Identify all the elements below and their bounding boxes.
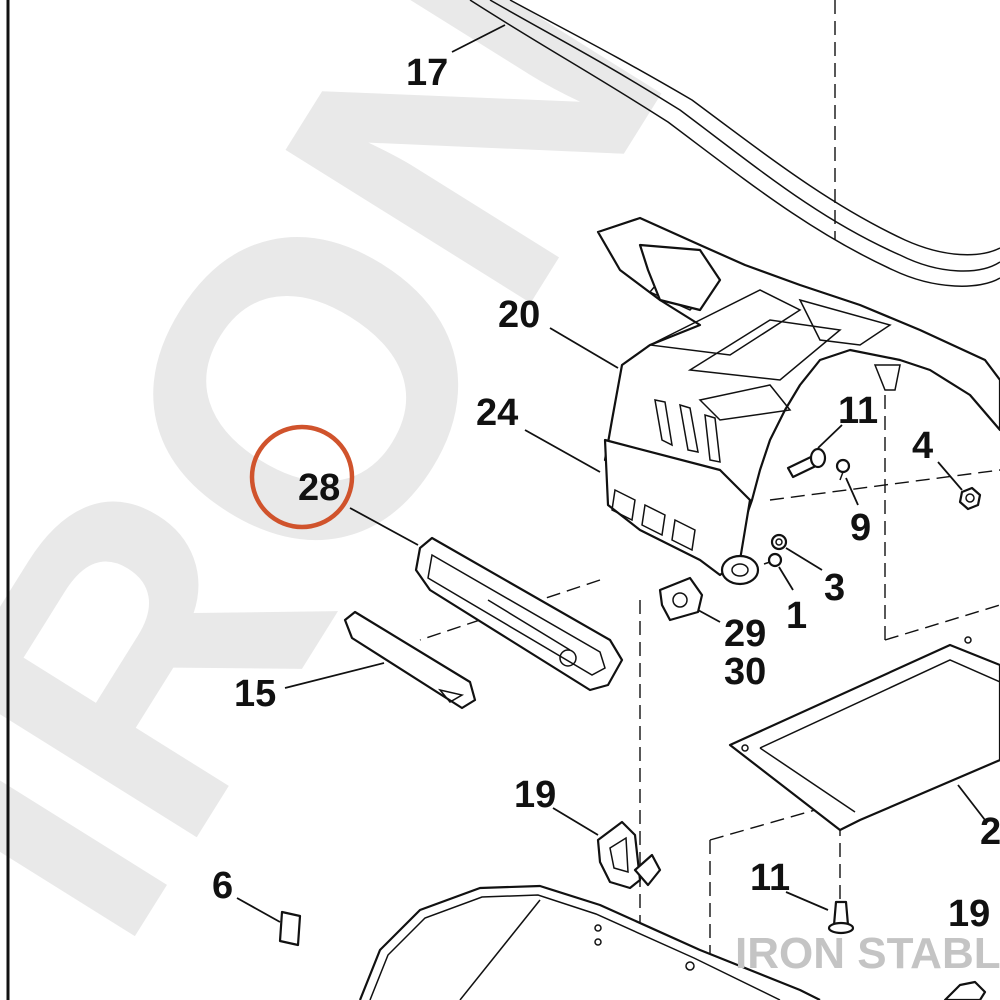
leader-lines (236, 24, 986, 923)
callout-2-partial: 2 (980, 811, 1000, 853)
part-15-lens-strip[interactable] (343, 610, 477, 710)
callout-19-right: 19 (948, 893, 990, 935)
callout-9: 9 (850, 507, 871, 549)
part-17-seal-strip[interactable] (469, 0, 1000, 287)
callout-20: 20 (498, 294, 540, 336)
callout-30: 30 (724, 651, 766, 693)
callout-4: 4 (912, 425, 933, 467)
lower-fender-tray[interactable] (358, 884, 987, 1000)
part-11-bolt-lower[interactable] (827, 900, 855, 935)
callout-29: 29 (724, 613, 766, 655)
callout-15: 15 (234, 673, 276, 715)
part-29-30-connector[interactable] (658, 576, 704, 622)
callout-1: 1 (786, 595, 807, 637)
part-24-mounting-plate[interactable] (603, 399, 760, 586)
callout-28: 28 (298, 467, 340, 509)
callout-24: 24 (476, 392, 518, 434)
callout-17: 17 (406, 52, 448, 94)
part-20-support-bracket[interactable] (596, 216, 1000, 522)
highlight-circle (249, 424, 355, 530)
callout-19-left: 19 (514, 774, 556, 816)
part-2-base-plate[interactable] (728, 636, 1000, 832)
callout-11-lower: 11 (750, 857, 790, 899)
part-11-bolt-upper[interactable] (786, 447, 827, 479)
part-28-lamp-bezel[interactable] (414, 536, 624, 692)
part-9-screw[interactable] (835, 458, 851, 481)
part-19-clip[interactable] (596, 820, 662, 890)
callout-6: 6 (212, 865, 233, 907)
part-3-washer[interactable] (770, 533, 788, 551)
callout-3: 3 (824, 567, 845, 609)
callout-11-upper: 11 (838, 390, 878, 432)
callout-labels: 17 20 24 28 11 4 9 3 1 29 30 15 19 6 11 … (212, 52, 1000, 935)
part-1-screw[interactable] (763, 552, 783, 568)
brand-watermark: IRON STABLE (735, 929, 1000, 978)
part-6-tab[interactable] (278, 910, 302, 947)
part-4-nut[interactable] (958, 486, 982, 511)
